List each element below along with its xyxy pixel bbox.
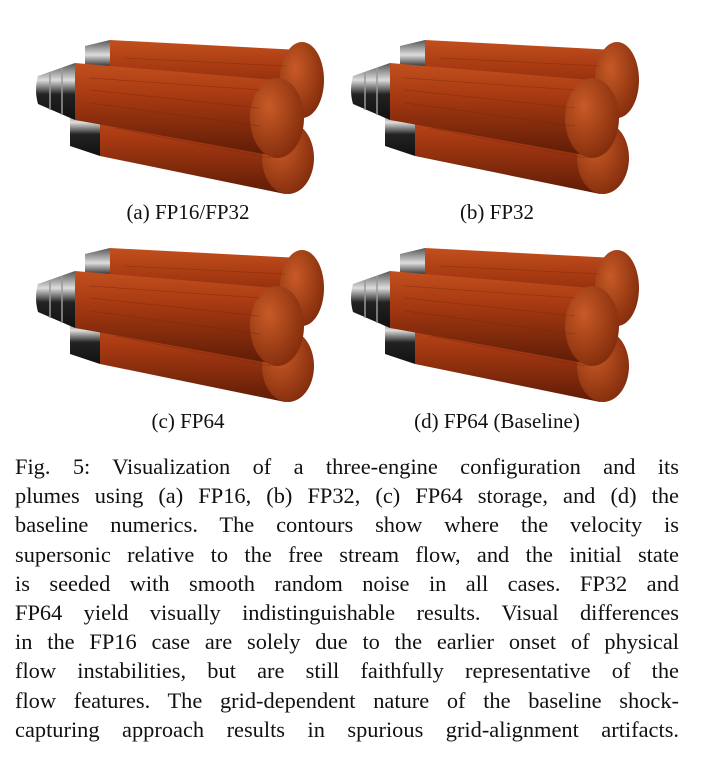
caption-line: baseline numerics. The contours show whe… xyxy=(15,512,679,538)
panel-c-label: (c) FP64 xyxy=(151,409,225,433)
caption-line: flow features. The grid-dependent nature… xyxy=(15,687,679,713)
panel-a-image xyxy=(30,28,340,198)
panel-d-label: (d) FP64 (Baseline) xyxy=(414,409,580,433)
caption-line: flow instabilities, but are still faithf… xyxy=(15,658,679,684)
caption-line: in the FP16 case are solely due to the e… xyxy=(15,629,679,655)
caption-line: capturing approach results in spurious g… xyxy=(15,716,679,742)
caption-line: FP64 yield visually indistinguishable re… xyxy=(15,600,679,626)
caption-line: supersonic relative to the free stream f… xyxy=(15,541,679,567)
caption-line: Fig. 5: Visualization of a three-engine … xyxy=(15,454,679,479)
figure-caption: Fig. 5: Visualization of a three-engine … xyxy=(15,452,679,744)
panel-c-image xyxy=(30,236,340,406)
panel-d-image xyxy=(345,236,655,406)
panel-b-image xyxy=(345,28,655,198)
panel-b-label: (b) FP32 xyxy=(459,200,535,224)
caption-line: is seeded with smooth random noise in al… xyxy=(15,570,679,596)
caption-line: plumes using (a) FP16, (b) FP32, (c) FP6… xyxy=(15,483,679,509)
panel-a-label: (a) FP16/FP32 xyxy=(126,200,250,224)
